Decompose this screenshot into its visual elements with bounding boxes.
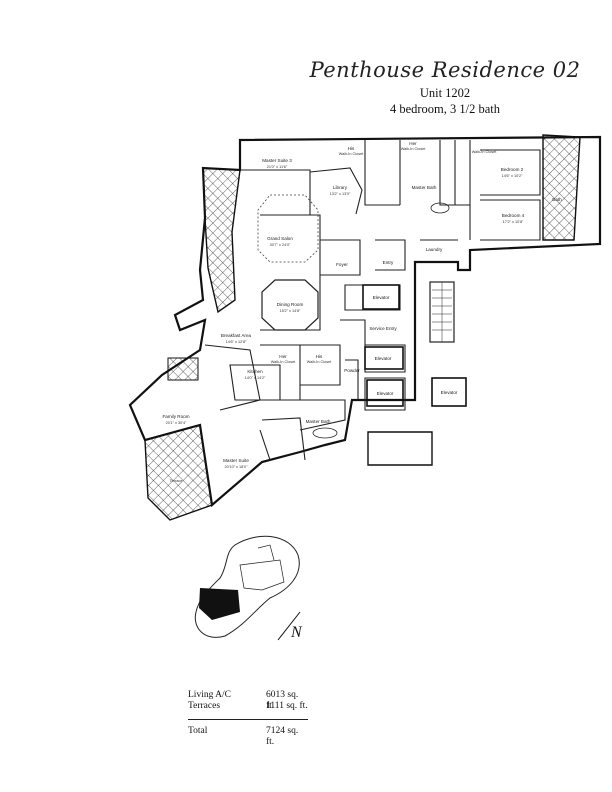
area-table: Living A/C 6013 sq. ft. Terraces 1111 sq…: [188, 690, 308, 747]
dim-bedroom-2: 14'6" x 10'2": [502, 174, 523, 178]
key-plan: [194, 535, 300, 638]
label-elevator-3: Elevator: [377, 391, 394, 396]
dim-breakfast: 14'6" x 12'8": [226, 340, 247, 344]
label-bedroom-2: Bedroom 2: [501, 167, 524, 172]
label-his-closet-mid: His: [316, 354, 323, 359]
label-laundry: Laundry: [426, 247, 443, 252]
label-elevator-4: Elevator: [441, 390, 458, 395]
label-bedroom-4: Bedroom 4: [502, 213, 525, 218]
dim-dining-room: 15'2" x 14'8": [280, 309, 301, 313]
area-label: Terraces: [188, 701, 221, 711]
label-her-closet-mid-sub: Walk-In Closet: [271, 360, 296, 364]
label-walkin-closet-right: Walk-In Closet: [472, 150, 497, 154]
lower-service-box: [367, 431, 433, 466]
label-elevator-2: Elevator: [375, 356, 392, 361]
area-total-value: 7124 sq. ft.: [266, 726, 299, 747]
label-his-closet-top-sub: Walk-In Closet: [339, 152, 364, 156]
label-master-suite: Master Suite: [223, 458, 249, 463]
terrace-west-curve: [202, 167, 241, 314]
label-master-bath: Master Bath: [306, 419, 331, 424]
key-plan-highlight: [199, 588, 240, 620]
room-labels: Master Suite 3 21'0" x 11'6" His Walk-In…: [162, 141, 562, 483]
area-total-label: Total: [188, 726, 208, 736]
label-entry: Entry: [383, 260, 394, 265]
label-elevator-1: Elevator: [373, 295, 390, 300]
elevator-box-1: [362, 284, 400, 310]
area-row-terraces: Terraces 1111 sq. ft.: [188, 701, 308, 712]
dim-master-suite: 20'10" x 18'0": [225, 465, 249, 469]
elevator-box-detached: [431, 377, 467, 407]
label-powder: Powder: [344, 368, 360, 373]
residence-title: Penthouse Residence 02: [309, 58, 581, 82]
dim-family-room: 20'1" x 30'4": [166, 421, 187, 425]
unit-outline: [128, 135, 602, 508]
dim-kitchen: 14'0" x 14'2": [245, 376, 266, 380]
label-foyer: Foyer: [336, 262, 348, 267]
dim-library: 13'2" x 13'0": [330, 192, 351, 196]
area-value: 1111 sq. ft.: [266, 701, 308, 711]
area-row-total: Total 7124 sq. ft.: [188, 726, 308, 747]
label-library: Library: [333, 185, 348, 190]
unit-number: Unit 1202: [419, 86, 471, 100]
area-divider: [188, 719, 308, 720]
label-dining-room: Dining Room: [277, 302, 304, 307]
label-family-room: Family Room: [162, 414, 189, 419]
dim-grand-salon: 30'7" x 24'0": [270, 243, 291, 247]
plan-header: Penthouse Residence 02 Unit 1202 4 bedro…: [300, 58, 590, 117]
label-her-closet-top: Her: [409, 141, 417, 146]
elevator-box-3: [366, 379, 404, 407]
bedroom-count: 4 bedroom, 3 1/2 bath: [389, 102, 501, 116]
label-master-suite-3: Master Suite 3: [262, 158, 292, 163]
label-master-bath-top: Master Bath: [412, 185, 437, 190]
north-compass: N: [277, 611, 303, 641]
label-her-closet-top-sub: Walk-In Closet: [401, 147, 426, 151]
area-row-living: Living A/C 6013 sq. ft.: [188, 690, 308, 711]
label-his-closet-top: His: [348, 146, 355, 151]
terrace-east: [542, 134, 581, 241]
label-her-closet-mid: Her: [279, 354, 287, 359]
label-breakfast-area: Breakfast Area: [221, 333, 252, 338]
label-terrace: Terrace: [170, 479, 183, 483]
interior-walls: [204, 140, 541, 461]
compass-letter: N: [290, 624, 303, 641]
label-grand-salon: Grand Salon: [267, 236, 293, 241]
tub-top: [430, 202, 450, 214]
elevator-box-2: [364, 346, 404, 370]
area-value: 6013 sq. ft.: [266, 690, 299, 711]
dining-octagon: [261, 279, 319, 331]
dim-master-suite-3: 21'0" x 11'6": [267, 165, 288, 169]
label-kitchen: Kitchen: [247, 369, 263, 374]
label-service-entry: Service Entry: [369, 326, 397, 331]
dim-bedroom-4: 17'2" x 10'8": [503, 220, 524, 224]
tub-bottom: [312, 427, 338, 439]
salon-octagon: [257, 194, 319, 263]
area-label: Living A/C: [188, 690, 232, 700]
label-his-closet-mid-sub: Walk-In Closet: [307, 360, 332, 364]
terrace-kitchen: [167, 357, 199, 381]
label-bath: Bath: [552, 197, 562, 202]
